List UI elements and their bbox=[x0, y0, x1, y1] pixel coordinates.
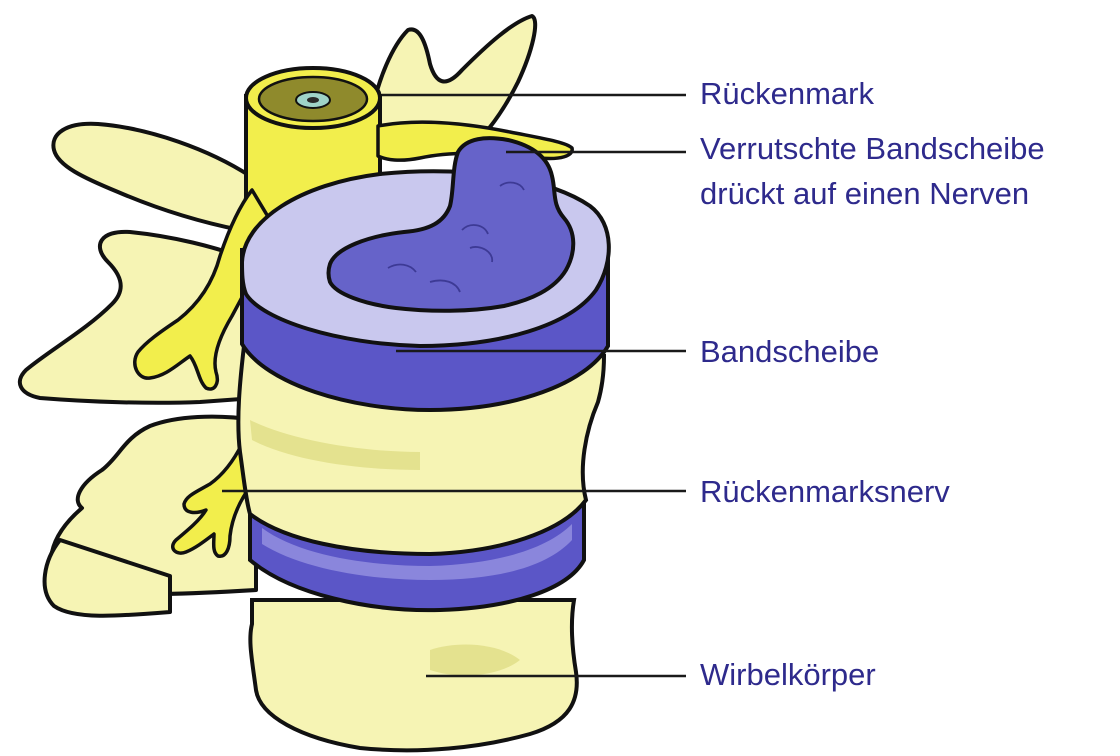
label-vertebral-body: Wirbelkörper bbox=[700, 653, 876, 698]
upper-spinous-process bbox=[372, 16, 535, 140]
upper-transverse-process bbox=[53, 124, 250, 230]
label-spinal-cord: Rückenmark bbox=[700, 72, 874, 117]
spinal-canal bbox=[307, 97, 319, 103]
label-herniated-disc-line1: Verrutschte Bandscheibe bbox=[700, 127, 1045, 172]
label-disc: Bandscheibe bbox=[700, 330, 879, 375]
label-herniated-disc: Verrutschte Bandscheibe drückt auf einen… bbox=[700, 127, 1045, 217]
label-spinal-nerve: Rückenmarksnerv bbox=[700, 470, 950, 515]
label-herniated-disc-line2: drückt auf einen Nerven bbox=[700, 172, 1045, 217]
